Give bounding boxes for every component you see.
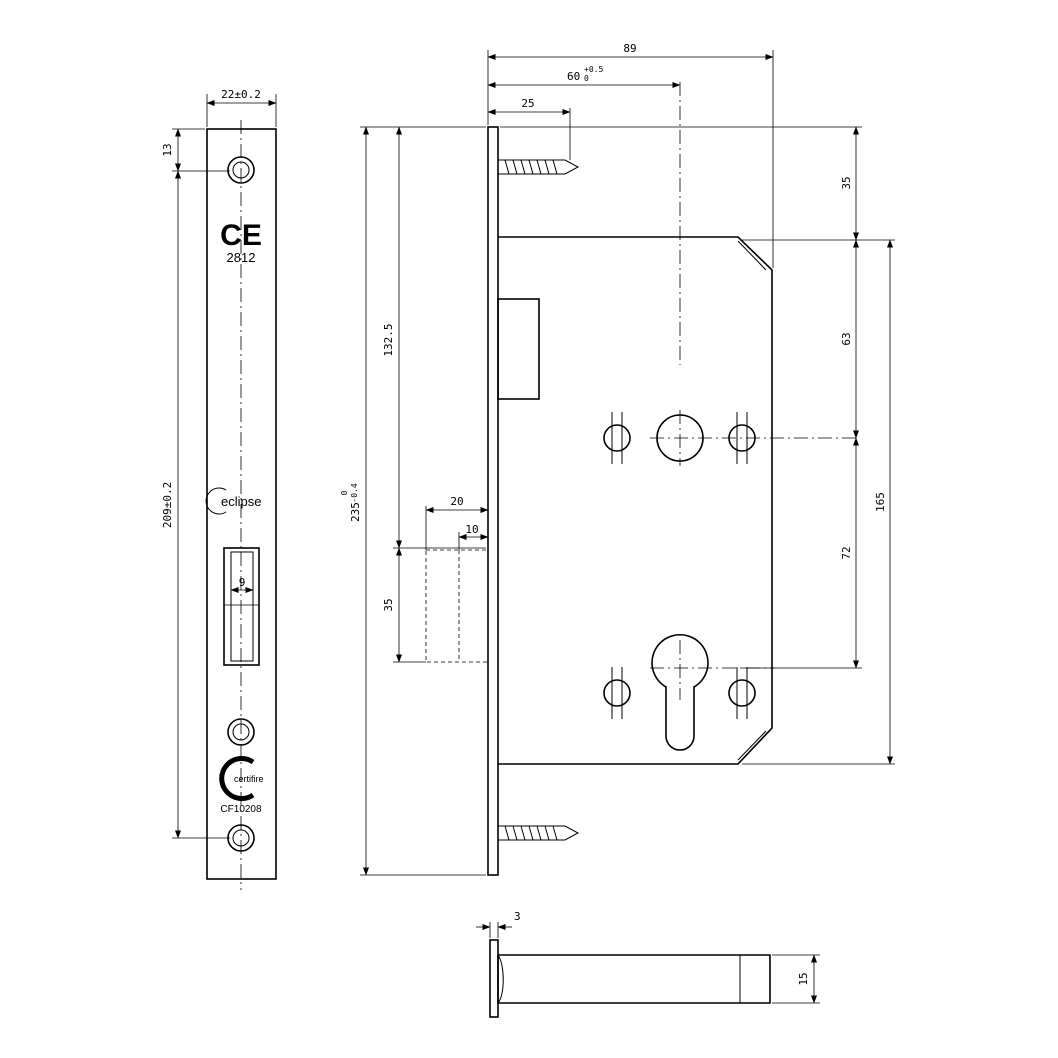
strike-screw-hole-bottom [227,824,255,852]
backset-tol-upper: +0.5 [584,65,603,74]
lock-side-view: 89 60 +0.5 0 25 35 63 72 165 235 0 -0.4 [340,42,895,876]
fixing-hole-lower-right [728,667,756,719]
strike-screw-hole-top [227,156,255,184]
euro-cylinder-hole [650,633,775,751]
overall-tol-lower: -0.4 [350,483,359,502]
eclipse-logo: eclipse [205,487,261,515]
bolt-forend-edge [489,939,499,1018]
backset-tol-lower: 0 [584,74,589,83]
fixing-screw-bottom [498,825,580,841]
forend-thickness-label: 3 [514,910,521,923]
centres-label: 72 [840,546,853,559]
overall-tol-upper: 0 [340,490,349,495]
certifire-brand-text: certifire [234,774,264,784]
fixing-screw-top [498,159,580,175]
eclipse-brand-text: eclipse [221,494,261,509]
ce-mark: CE [220,219,262,252]
lock-forend [487,126,499,876]
overall-height-label: 235 [349,502,362,522]
strike-width-label: 22±0.2 [221,88,261,101]
strike-top-offset-label: 13 [161,143,174,156]
spindle-distance-label: 63 [840,332,853,345]
screw-distance-label: 25 [521,97,534,110]
strike-plate-view: 22±0.2 13 209±0.2 CE 2812 eclipse [161,88,277,890]
lock-case [498,236,773,765]
latch-height-label: 35 [382,598,395,611]
fixing-hole-lower-left [603,667,631,719]
strike-height-label: 209±0.2 [161,482,174,528]
notified-body-number: 2812 [227,250,256,265]
bolt-body [497,954,771,1004]
case-height-label: 165 [874,492,887,512]
bolt-height-label: 15 [797,972,810,985]
fixing-hole-upper-right [728,412,756,464]
latch-tip-label: 10 [465,523,478,536]
latch-bolt [425,549,489,663]
backset-label: 60 [567,70,580,83]
certifire-logo: certifire CF10208 [219,756,264,815]
latch-follower-block [497,298,540,400]
strike-screw-hole-middle [227,718,255,746]
top-to-case-label: 35 [840,176,853,189]
strike-slot-width-label: 9 [239,576,246,589]
latch-depth-label: 20 [450,495,463,508]
fixing-hole-upper-left [603,412,631,464]
strike-plate-outline [206,128,277,880]
strike-latch-slot: 9 [223,547,260,666]
certifire-number: CF10208 [220,804,262,815]
follower-height-label: 132.5 [382,323,395,356]
bolt-bottom-view: 3 15 [476,910,820,1018]
backset-total-label: 89 [623,42,636,55]
